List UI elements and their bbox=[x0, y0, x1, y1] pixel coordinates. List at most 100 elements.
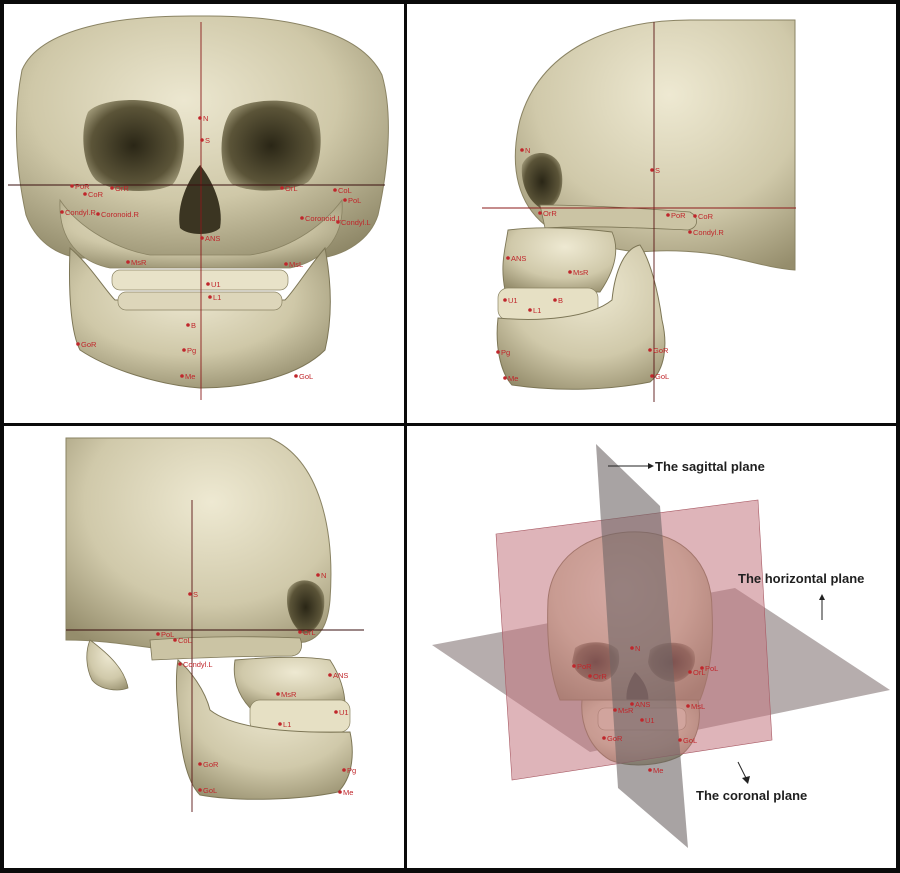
landmark-point bbox=[110, 186, 114, 190]
landmark-label: GoR bbox=[653, 346, 669, 355]
landmark-label: PoL bbox=[705, 664, 718, 673]
frontal-upper-teeth bbox=[111, 269, 289, 291]
landmark-point bbox=[156, 632, 160, 636]
landmark-label: Condyl.R bbox=[65, 208, 96, 217]
frontal-orbit-left bbox=[221, 100, 321, 191]
landmark-point bbox=[178, 662, 182, 666]
landmark-point bbox=[503, 376, 507, 380]
coronal-arrow bbox=[737, 761, 747, 779]
frontal-lower-teeth bbox=[117, 291, 283, 311]
landmark-point bbox=[520, 148, 524, 152]
landmark-point bbox=[568, 270, 572, 274]
landmark-point bbox=[182, 348, 186, 352]
landmark-point bbox=[96, 212, 100, 216]
landmark-label: MsR bbox=[573, 268, 589, 277]
landmark-point bbox=[693, 214, 697, 218]
landmark-point bbox=[276, 692, 280, 696]
frontal-cranium bbox=[15, 15, 389, 259]
landmark-point bbox=[333, 188, 337, 192]
landmark-label: N bbox=[203, 114, 208, 123]
sagittal-plane bbox=[596, 444, 688, 848]
landmark-point bbox=[316, 573, 320, 577]
landmark-point bbox=[538, 211, 542, 215]
landmark-point bbox=[650, 374, 654, 378]
landmark-label: ANS bbox=[511, 254, 526, 263]
landmark-label: L1 bbox=[213, 293, 221, 302]
landmark-point bbox=[678, 738, 682, 742]
landmark-point bbox=[186, 323, 190, 327]
landmark-point bbox=[700, 666, 704, 670]
landmark-label: PoL bbox=[161, 630, 174, 639]
landmark-point bbox=[338, 790, 342, 794]
frontal-mandible bbox=[68, 246, 331, 389]
lateral-left-orbit bbox=[521, 152, 563, 210]
frame-vertical-divider bbox=[404, 0, 407, 873]
landmark-label: PoL bbox=[348, 196, 361, 205]
lateral-right-orbit bbox=[286, 580, 325, 634]
frontal-orbit-right bbox=[83, 100, 184, 192]
landmark-label: OrR bbox=[593, 672, 607, 681]
landmark-label: GoL bbox=[299, 372, 313, 381]
landmark-label: Pg bbox=[347, 766, 356, 775]
landmark-label: MsR bbox=[131, 258, 147, 267]
frontal-maxilla bbox=[59, 198, 343, 269]
label-coronal-plane: The coronal plane bbox=[696, 788, 807, 803]
landmark-label: CoL bbox=[178, 636, 192, 645]
landmark-point bbox=[496, 350, 500, 354]
landmark-point bbox=[336, 220, 340, 224]
lateral-right-cranium bbox=[65, 437, 332, 653]
landmark-point bbox=[588, 674, 592, 678]
landmark-point bbox=[188, 592, 192, 596]
landmark-point bbox=[126, 260, 130, 264]
lateral-right-mandible bbox=[176, 659, 353, 800]
landmark-label: GoL bbox=[203, 786, 217, 795]
landmark-label: L1 bbox=[283, 720, 291, 729]
landmark-point bbox=[180, 374, 184, 378]
landmark-label: MsR bbox=[281, 690, 297, 699]
landmark-label: PoR bbox=[671, 211, 686, 220]
landmark-point bbox=[76, 342, 80, 346]
landmark-point bbox=[198, 116, 202, 120]
panel-planes: The sagittal plane The horizontal plane … bbox=[432, 444, 890, 848]
landmark-label: N bbox=[321, 571, 326, 580]
landmark-label: U1 bbox=[211, 280, 221, 289]
landmark-point bbox=[200, 138, 204, 142]
landmark-point bbox=[648, 348, 652, 352]
landmark-label: MsL bbox=[289, 260, 303, 269]
landmark-point bbox=[666, 213, 670, 217]
landmark-point bbox=[528, 308, 532, 312]
landmark-label: L1 bbox=[533, 306, 541, 315]
landmark-label: OrL bbox=[303, 628, 316, 637]
landmark-point bbox=[70, 184, 74, 188]
horizontal-arrow-head bbox=[819, 594, 825, 600]
landmark-point bbox=[300, 216, 304, 220]
lateral-right-mastoid bbox=[86, 639, 129, 691]
landmark-label: S bbox=[193, 590, 198, 599]
coronal-arrow-head bbox=[742, 776, 750, 784]
landmark-label: GoL bbox=[655, 372, 669, 381]
lateral-right-maxilla bbox=[233, 656, 346, 709]
frame-horizontal-divider bbox=[0, 423, 900, 426]
landmark-point bbox=[343, 198, 347, 202]
landmark-label: OrR bbox=[115, 184, 129, 193]
landmark-label: Condyl.L bbox=[341, 218, 371, 227]
landmark-label: OrL bbox=[693, 668, 706, 677]
landmark-label: CoR bbox=[88, 190, 104, 199]
landmark-point bbox=[613, 708, 617, 712]
landmark-point bbox=[630, 702, 634, 706]
landmark-point bbox=[198, 762, 202, 766]
landmark-label: Condyl.L bbox=[183, 660, 213, 669]
landmark-point bbox=[83, 192, 87, 196]
landmark-point bbox=[208, 295, 212, 299]
landmark-point bbox=[650, 168, 654, 172]
landmark-label: CoL bbox=[338, 186, 352, 195]
lateral-left-maxilla bbox=[502, 227, 617, 293]
landmark-point bbox=[640, 718, 644, 722]
landmark-point bbox=[284, 262, 288, 266]
landmark-label: PoR bbox=[75, 182, 90, 191]
